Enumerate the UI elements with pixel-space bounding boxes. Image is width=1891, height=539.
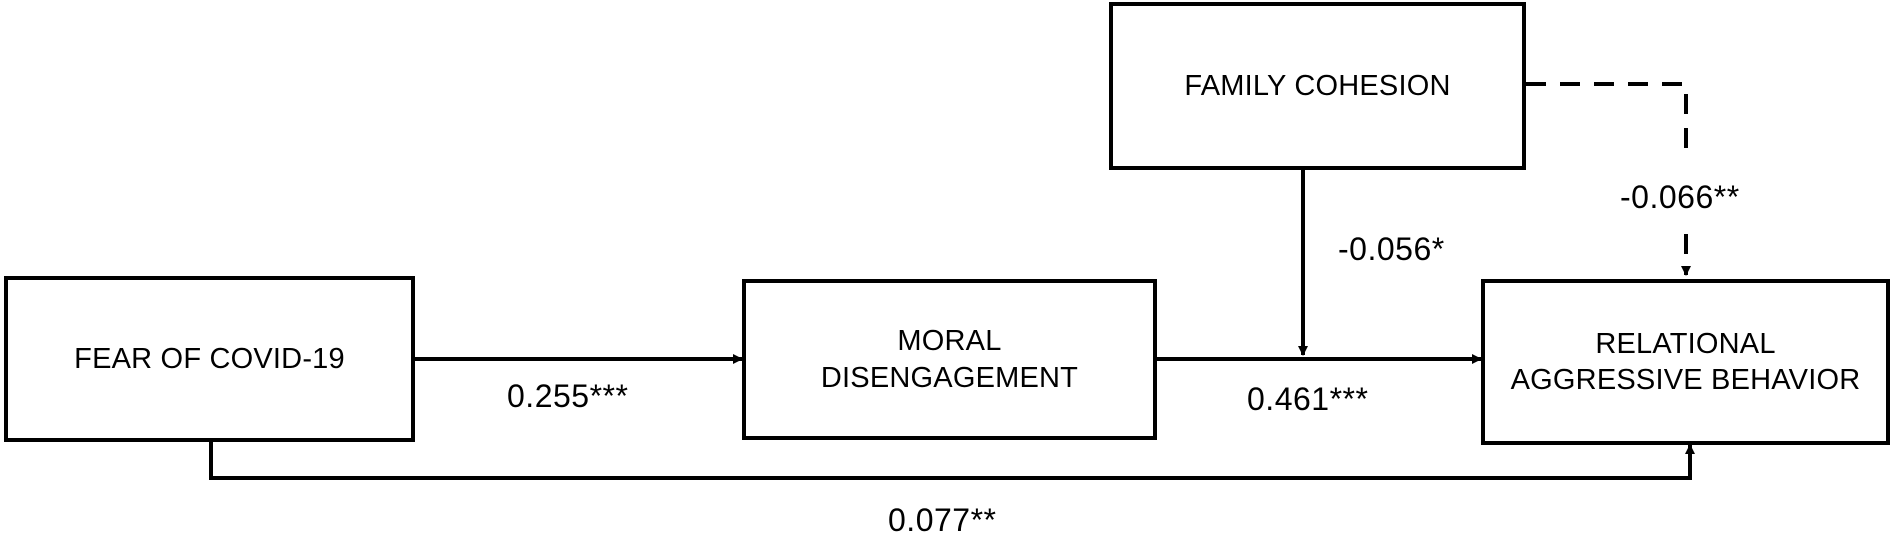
node-moral-disengagement: MORAL DISENGAGEMENT xyxy=(742,279,1157,440)
node-relational-aggressive-behavior: RELATIONAL AGGRESSIVE BEHAVIOR xyxy=(1481,279,1890,445)
node-fear-of-covid-label: FEAR OF COVID-19 xyxy=(74,342,345,375)
node-family-cohesion-label: FAMILY COHESION xyxy=(1184,69,1451,102)
coef-moral-to-relational: 0.461*** xyxy=(1247,381,1369,417)
arrow-family-to-relational-dashed xyxy=(1526,82,1688,162)
node-moral-disengagement-label: MORAL DISENGAGEMENT xyxy=(820,325,1079,394)
node-fear-of-covid: FEAR OF COVID-19 xyxy=(4,276,415,442)
coef-fear-to-relational: 0.077** xyxy=(888,502,997,538)
coef-fear-to-moral: 0.255*** xyxy=(507,378,629,414)
coef-family-moderation: -0.056* xyxy=(1338,231,1445,267)
arrow-fear-to-relational xyxy=(209,442,1695,480)
node-relational-aggressive-behavior-label: RELATIONAL AGGRESSIVE BEHAVIOR xyxy=(1510,327,1861,396)
node-family-cohesion: FAMILY COHESION xyxy=(1109,2,1526,170)
coef-family-to-relational: -0.066** xyxy=(1620,179,1740,215)
